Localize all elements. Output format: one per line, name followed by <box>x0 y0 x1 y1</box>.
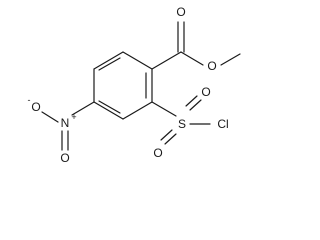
benzene-ring <box>93 51 153 120</box>
ring-inner-bond-b <box>98 100 121 114</box>
ring-inner-bond-c <box>98 57 121 71</box>
chemical-structure-diagram: O O N + O - O S O O Cl <box>28 5 241 165</box>
nitro-group: N + O - O <box>28 95 95 165</box>
atom-sulfur: S <box>178 117 186 131</box>
atom-carbonyl-o: O <box>176 5 185 19</box>
bond-n-o-left <box>41 111 59 123</box>
bond-ring-nitro-n <box>71 101 95 116</box>
bond-s-o-left-a <box>160 129 173 141</box>
ring-bond-c6-c1 <box>122 51 153 70</box>
atom-nitro-o-bottom: O <box>60 151 69 165</box>
bond-ring-carbonyl-c <box>151 51 182 70</box>
bond-s-o-right-b <box>189 99 202 111</box>
nitro-n-charge: + <box>71 112 76 122</box>
ring-bond-c5-c6 <box>93 51 124 70</box>
methyl-ester-group: O O <box>151 5 241 73</box>
atom-nitro-n: N <box>61 116 70 130</box>
atom-sulfonyl-o-left: O <box>153 146 162 160</box>
atom-sulfonyl-o-right: O <box>201 85 210 99</box>
bond-c-ester-o <box>180 51 204 66</box>
atom-nitro-o-left: O <box>31 100 40 114</box>
bond-ester-o-methyl <box>220 53 241 66</box>
atom-ester-o: O <box>207 59 216 73</box>
bond-s-o-left-b <box>164 133 177 145</box>
sulfonyl-chloride-group: S O O Cl <box>151 85 229 160</box>
ring-bond-c3-c4 <box>93 101 124 120</box>
bond-s-o-right-a <box>185 95 198 107</box>
bond-ring-sulfur <box>151 101 177 117</box>
atom-chlorine: Cl <box>217 117 228 131</box>
nitro-o-left-charge: - <box>28 95 31 105</box>
ring-bond-c2-c3 <box>122 101 153 120</box>
